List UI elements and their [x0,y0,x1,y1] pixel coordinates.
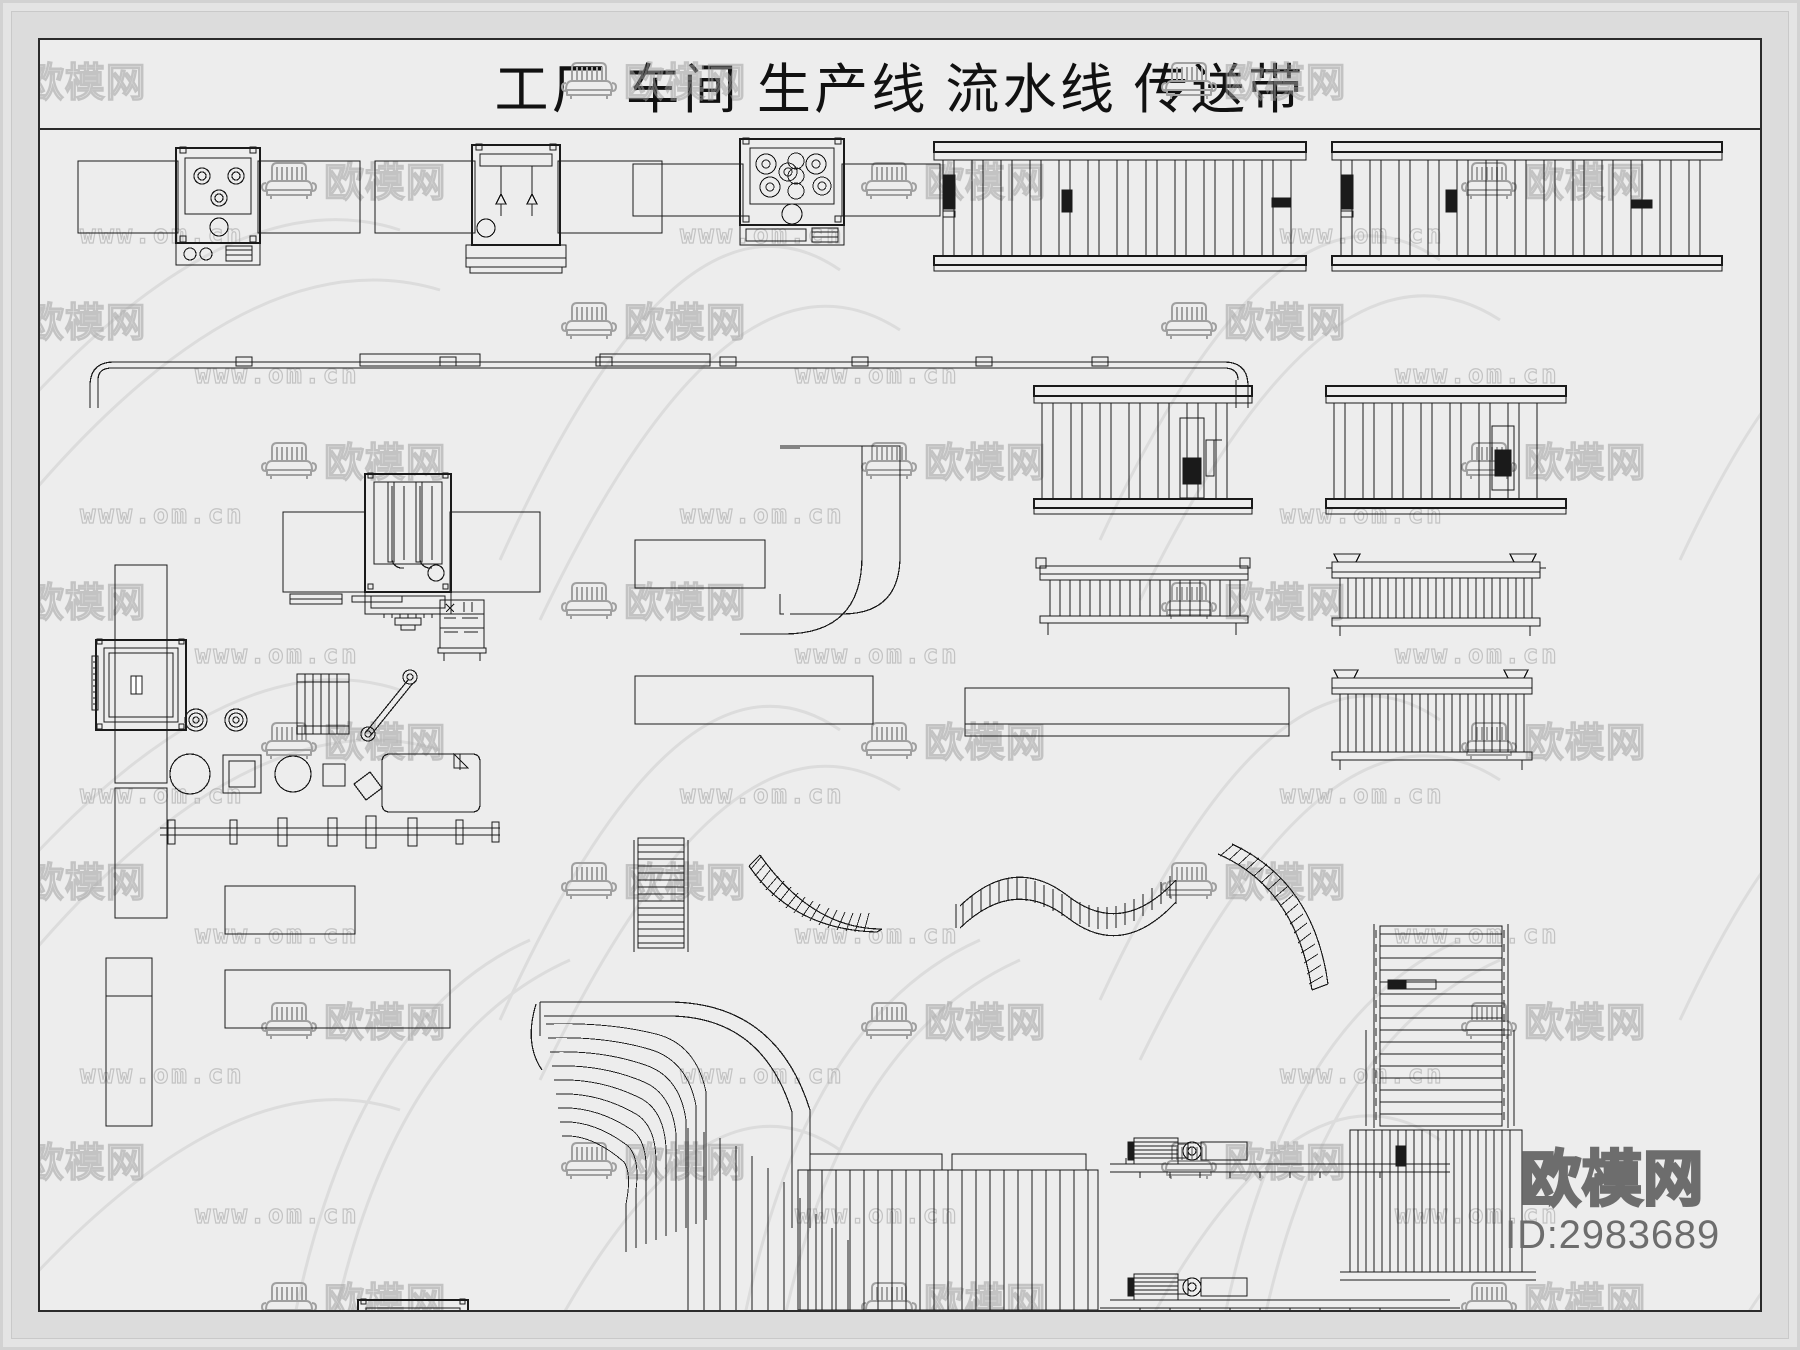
cad-linework [40,128,1760,1310]
page-title: 工厂 车间 生产线 流水线 传送带 [494,59,1306,120]
sheet-frame-middle: 工厂 车间 生产线 流水线 传送带 [11,11,1789,1339]
drawing-area: 工厂 车间 生产线 流水线 传送带 [38,38,1762,1312]
title-band: 工厂 车间 生产线 流水线 传送带 [40,40,1760,130]
